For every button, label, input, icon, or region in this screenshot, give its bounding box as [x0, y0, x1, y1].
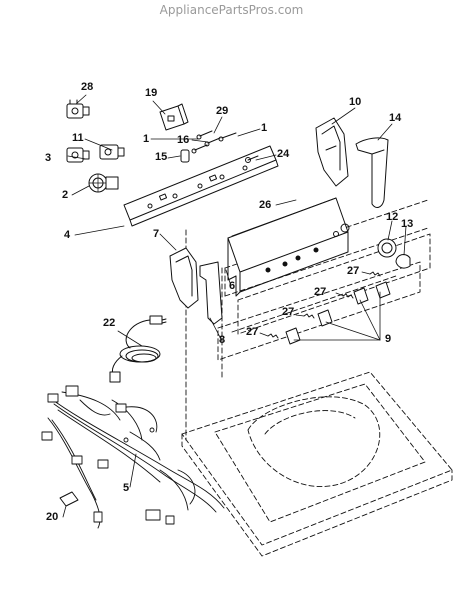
connector-part-20: [59, 491, 79, 507]
callout-27-a: 27: [347, 265, 360, 277]
clip-part-15: [180, 149, 190, 163]
relay-part-19: [159, 103, 189, 131]
endcap-part-7: [169, 247, 199, 309]
switch-part-28: [66, 99, 90, 119]
control-bracket: [123, 145, 279, 227]
endcap-part-14: [355, 137, 389, 208]
callout-19: 19: [145, 87, 158, 99]
endcap-part-10: [315, 117, 349, 187]
callout-8: 8: [219, 334, 226, 346]
callout-24: 24: [277, 148, 290, 160]
callout-13: 13: [401, 218, 414, 230]
callout-4: 4: [64, 229, 71, 241]
screws: [191, 130, 259, 163]
callout-27-b: 27: [314, 286, 327, 298]
callout-7: 7: [153, 228, 160, 240]
callout-27-c: 27: [282, 306, 295, 318]
callout-28: 28: [81, 81, 94, 93]
small-knobs-part-9: [285, 281, 391, 345]
callout-11: 11: [72, 132, 84, 144]
callout-9: 9: [385, 333, 392, 345]
callout-20: 20: [46, 511, 59, 523]
wire-harness-part-5: [41, 385, 225, 529]
springs-part-27: [267, 271, 381, 339]
power-cord-part-22: [109, 315, 167, 383]
callout-27-d: 27: [246, 326, 259, 338]
timer-part-2: [88, 173, 119, 193]
callout-26: 26: [259, 199, 272, 211]
cabinet-top-outline: [181, 199, 453, 557]
callout-16: 16: [177, 134, 190, 146]
callout-1-a: 1: [261, 122, 268, 134]
switch-part-11: [99, 144, 125, 160]
callout-3: 3: [45, 152, 52, 164]
callout-1-b: 1: [143, 133, 150, 145]
callout-12: 12: [386, 211, 399, 223]
knob-part-12: [377, 238, 397, 258]
switch-part-3: [66, 147, 90, 163]
callout-22: 22: [103, 317, 116, 329]
leader-lines: [62, 94, 407, 518]
watermark: AppliancePartsPros.com: [159, 3, 304, 17]
callout-6: 6: [229, 280, 236, 292]
callout-15: 15: [155, 151, 168, 163]
callout-10: 10: [349, 96, 362, 108]
console-panel: [227, 197, 350, 297]
callout-2: 2: [62, 189, 69, 201]
callout-14: 14: [389, 112, 402, 124]
knob-part-13: [395, 254, 411, 269]
endcap-part-8: [199, 261, 223, 325]
callout-29: 29: [216, 105, 229, 117]
callout-5: 5: [123, 482, 130, 494]
